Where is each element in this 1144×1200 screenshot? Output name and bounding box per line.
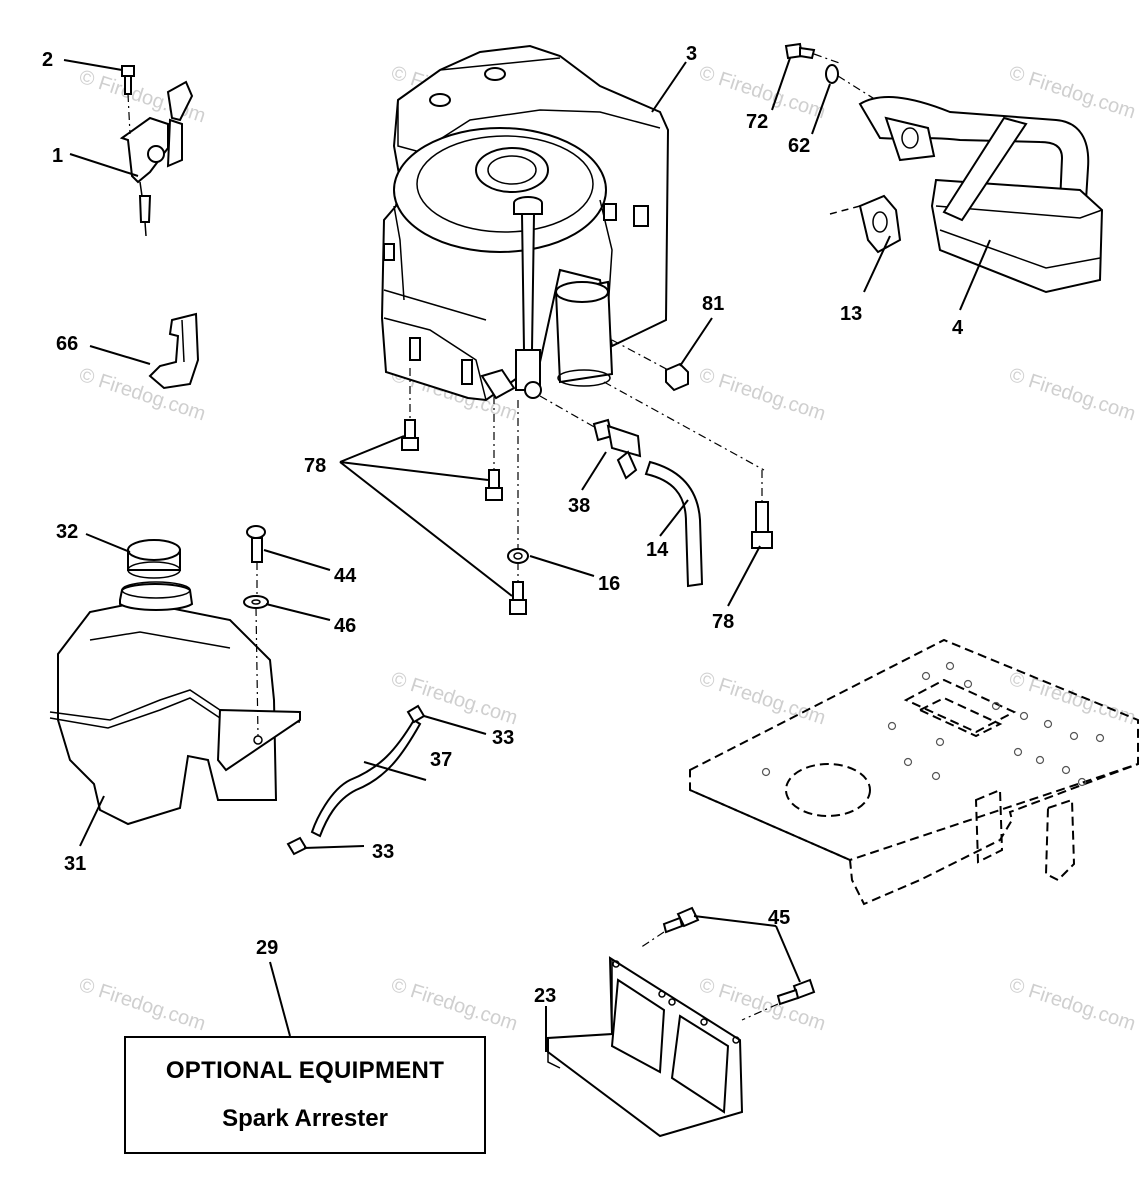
- gasket-part: [829, 194, 902, 254]
- watermark: © Firedog.com: [696, 668, 828, 730]
- callout-66: 66: [56, 333, 78, 355]
- callout-2: 2: [42, 49, 53, 71]
- callout-31: 31: [64, 853, 86, 875]
- callout-37: 37: [430, 749, 452, 771]
- fuel-tank-part: [49, 581, 301, 826]
- plate-screw-part: [662, 906, 700, 934]
- callout-38: 38: [568, 495, 590, 517]
- callout-72: 72: [746, 111, 768, 133]
- clip-part: [148, 312, 200, 390]
- watermark: © Firedog.com: [1006, 974, 1138, 1036]
- watermark: © Firedog.com: [696, 364, 828, 426]
- spark-arrester-label: Spark Arrester: [222, 1105, 388, 1132]
- callout-45: 45: [768, 907, 790, 929]
- callout-32: 32: [56, 521, 78, 543]
- watermark: © Firedog.com: [1006, 364, 1138, 426]
- callout-46: 46: [334, 615, 356, 637]
- drain-valve-part: [592, 418, 642, 480]
- watermark: © Firedog.com: [388, 668, 520, 730]
- throttle-bracket-part: [119, 65, 194, 237]
- drain-hose-part: [644, 460, 704, 588]
- callout-81: 81: [702, 293, 724, 315]
- watermark: © Firedog.com: [388, 974, 520, 1036]
- muffler-part: [858, 96, 1104, 294]
- tank-washer-part: [243, 595, 269, 737]
- callout-23: 23: [534, 985, 556, 1007]
- bolt-part: [509, 581, 527, 615]
- callout-44: 44: [334, 565, 357, 587]
- nut-part: [665, 362, 689, 392]
- callout-4: 4: [952, 317, 964, 339]
- callout-62: 62: [788, 135, 810, 157]
- callout-1: 1: [52, 145, 63, 167]
- lock-washer-part: [507, 548, 529, 564]
- callout-14: 14: [646, 539, 669, 561]
- leader-lines: [63, 57, 991, 1052]
- bolt-part: [401, 419, 419, 451]
- callout-78-right: 78: [712, 611, 734, 633]
- callouts: 2 1 66 3 72 62 13 4 81 78 38 14 16 78 32…: [42, 43, 964, 1007]
- exhaust-bolt-part: [784, 42, 843, 65]
- dipstick-part: [513, 196, 543, 399]
- bolt-part: [751, 470, 773, 549]
- tractor-frame: [689, 638, 1139, 906]
- optional-equipment-title: OPTIONAL EQUIPMENT: [165, 1057, 445, 1084]
- bolt-part: [485, 469, 503, 501]
- callout-33-bottom: 33: [372, 841, 394, 863]
- callout-29: 29: [256, 937, 278, 959]
- fuel-line-part: [310, 718, 422, 838]
- hose-clamp-part: [286, 836, 308, 856]
- cover-plate-part: [547, 956, 744, 1138]
- tank-screw-part: [246, 525, 266, 596]
- callout-3: 3: [686, 43, 697, 65]
- optional-equipment-box: OPTIONAL EQUIPMENT Spark Arrester: [124, 1036, 486, 1154]
- callout-78-left: 78: [304, 455, 326, 477]
- fuel-cap-part: [127, 539, 181, 579]
- watermark: © Firedog.com: [76, 974, 208, 1036]
- callout-16: 16: [598, 573, 620, 595]
- hose-clamp-part: [406, 704, 426, 724]
- watermark: © Firedog.com: [1006, 668, 1138, 730]
- callout-33-top: 33: [492, 727, 514, 749]
- watermark: © Firedog.com: [1006, 62, 1138, 124]
- exhaust-washer-part: [825, 64, 893, 111]
- callout-13: 13: [840, 303, 862, 325]
- oil-filter-part: [554, 280, 673, 387]
- plate-screw-part: [776, 978, 816, 1006]
